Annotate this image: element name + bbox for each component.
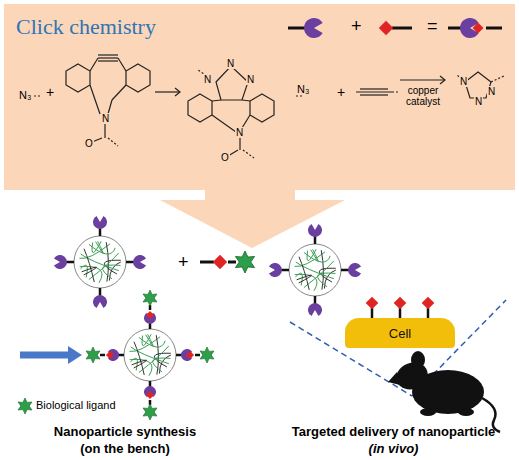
legend-text: Biological ligand (36, 399, 116, 411)
nanoparticle (124, 329, 176, 381)
plus-sign: + (337, 84, 345, 100)
atom-label: N (459, 76, 468, 87)
atom-label: O (84, 138, 94, 149)
down-arrow (160, 188, 345, 248)
panel (4, 4, 515, 190)
title: Click chemistry (16, 14, 156, 40)
reaction-condition: copper catalyst (398, 85, 448, 107)
plus-sign: + (351, 16, 362, 37)
cell-label: Cell (389, 326, 411, 341)
atom-label: N (474, 96, 483, 107)
caption: (on the bench) (0, 441, 250, 456)
atom-label: N₃ (18, 90, 32, 101)
chem-structures (30, 55, 504, 158)
atom-label: N (101, 113, 110, 124)
atom-label: N (203, 74, 212, 85)
caption: Nanoparticle synthesis (0, 424, 250, 439)
atom-label: N (226, 58, 235, 69)
plus-sign: + (46, 84, 54, 100)
ligand-arms (54, 216, 361, 420)
cell-receptors (372, 308, 428, 318)
cell-shape: Cell (345, 318, 455, 348)
atom-label: N (235, 127, 244, 138)
atom-label: N (246, 74, 255, 85)
nanoparticle (289, 244, 341, 296)
legend-swatch (18, 398, 32, 414)
atom-label: O (220, 152, 230, 163)
caption: Targeted delivery of nanoparticle (268, 424, 519, 439)
equals-sign: = (427, 16, 438, 37)
atom-label: N (487, 86, 496, 97)
mouse-silhouette (388, 351, 500, 432)
atom-label: N₃ (296, 84, 310, 95)
caption: (in vivo) (268, 441, 519, 456)
plus-sign: + (178, 252, 189, 273)
nanoparticle (74, 236, 126, 288)
